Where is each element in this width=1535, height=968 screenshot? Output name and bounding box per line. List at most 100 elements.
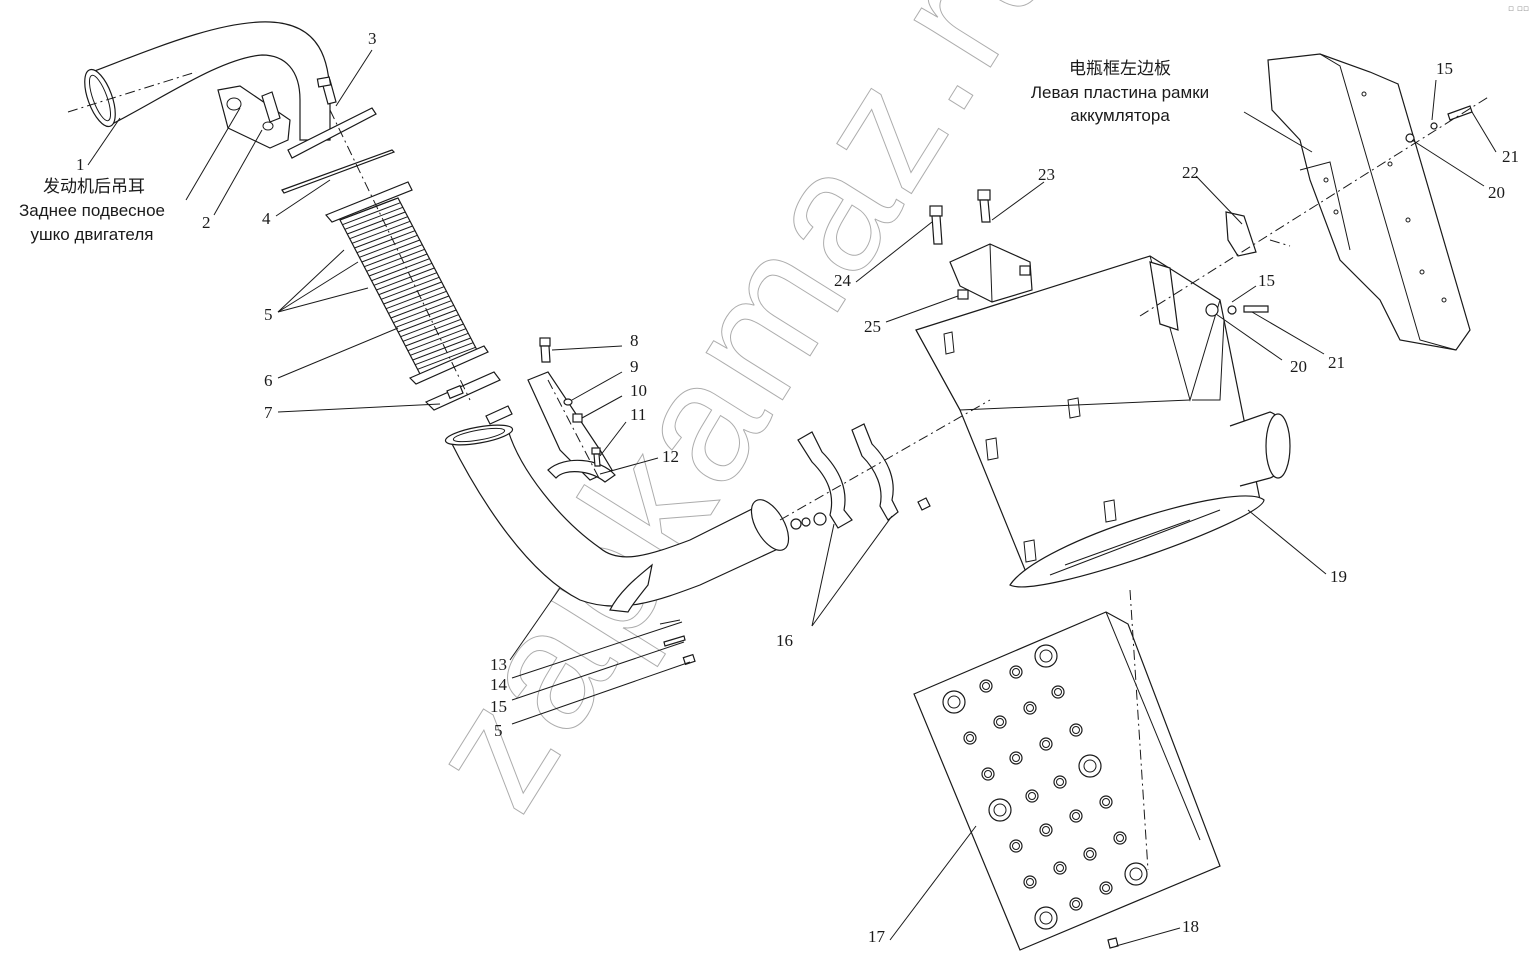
bellows-rib: [381, 276, 440, 300]
callout-9: 9: [630, 357, 639, 376]
shield-hole-inner: [1129, 867, 1143, 881]
bellows-rib: [378, 272, 437, 296]
bolt-11: [591, 447, 601, 467]
callout-13: 13: [490, 655, 507, 674]
shield-hole-inner: [1012, 842, 1020, 850]
shield-hole: [1083, 847, 1097, 861]
washer-20: [1205, 303, 1219, 317]
bellows-rib: [412, 337, 471, 361]
shield-hole-inner: [1056, 778, 1064, 786]
callout-20: 20: [1290, 357, 1307, 376]
bellows-rib: [356, 230, 416, 254]
battery-plate-label-ru-2: аккумлятора: [1070, 106, 1170, 125]
callout-5: 5: [494, 721, 503, 740]
bellows-rib: [390, 295, 450, 319]
shield-hole-inner: [1072, 812, 1080, 820]
callout-10: 10: [630, 381, 647, 400]
shield-hole: [993, 715, 1007, 729]
bellows-rib: [376, 267, 435, 291]
engine-lug-label: 发动机后吊耳 Заднее подвесное ушко двигателя: [19, 177, 165, 244]
engine-lug-bracket: [217, 85, 291, 149]
bellows-rib: [395, 304, 454, 328]
callout-7: 7: [264, 403, 273, 422]
callout-21: 21: [1328, 353, 1345, 372]
bellows-rib: [417, 346, 476, 370]
shield-hole-inner: [993, 803, 1007, 817]
shield-hole: [1069, 897, 1083, 911]
shield-hole: [1099, 795, 1113, 809]
bellows-rib: [410, 332, 469, 356]
washer-15: [1227, 305, 1237, 315]
bellows-rib: [344, 206, 404, 230]
battery-plate-label-ru-1: Левая пластина рамки: [1031, 83, 1209, 102]
shield-hole: [1039, 737, 1053, 751]
callout-2: 2: [202, 213, 211, 232]
mounting-clamp-left: [797, 431, 853, 529]
callout-17: 17: [868, 927, 886, 946]
corner-marker-icon: ▫ ▫▫: [1507, 4, 1529, 14]
bolt-21: [1243, 305, 1269, 313]
shield-hole: [1078, 754, 1102, 778]
shield-hole: [1023, 875, 1037, 889]
callout-22: 22: [1182, 163, 1199, 182]
callout-5: 5: [264, 305, 273, 324]
shield-hole: [1034, 644, 1058, 668]
callout-21: 21: [1502, 147, 1519, 166]
shield-hole: [1051, 685, 1065, 699]
shield-hole: [1023, 701, 1037, 715]
bolt-24: [929, 205, 943, 245]
bellows-rib: [407, 328, 467, 352]
flexible-bellows: [325, 181, 489, 385]
callout-numbers: 1 2 3 4 5 6 7 8 9 10 11 12 13 14 15 5 16…: [76, 29, 1519, 946]
bellows-rib: [383, 281, 442, 305]
shield-hole: [981, 767, 995, 781]
shield-hole: [1053, 861, 1067, 875]
shield-hole: [1009, 839, 1023, 853]
bellows-rib: [366, 248, 425, 272]
shield-hole: [1053, 775, 1067, 789]
callout-15: 15: [1258, 271, 1275, 290]
callout-4: 4: [262, 209, 271, 228]
callout-11: 11: [630, 405, 646, 424]
callout-20: 20: [1488, 183, 1505, 202]
shield-hole-inner: [1102, 798, 1110, 806]
shield-hole-inner: [1042, 740, 1050, 748]
muffler-top-bracket: [949, 243, 1033, 303]
callout-8: 8: [630, 331, 639, 350]
shield-hole-inner: [984, 770, 992, 778]
pipe-support-bracket: [485, 371, 616, 483]
shield-hole-inner: [1056, 864, 1064, 872]
bellows-rib: [347, 211, 406, 235]
shield-hole-inner: [1083, 759, 1097, 773]
shield-hole-inner: [1039, 911, 1053, 925]
shield-hole-inner: [1072, 726, 1080, 734]
bolt-3: [316, 76, 337, 105]
shield-hole-inner: [996, 718, 1004, 726]
clamp-7: [424, 371, 501, 411]
bellows-rib: [364, 244, 423, 268]
bellows-rib: [393, 300, 452, 324]
shield-hole: [1009, 665, 1023, 679]
bellows-rib: [368, 253, 428, 277]
shield-hole: [1025, 789, 1039, 803]
callout-23: 23: [1038, 165, 1055, 184]
upper-flange: [287, 107, 377, 159]
shield-hole: [1099, 881, 1113, 895]
bellows-rib: [402, 318, 462, 342]
bellows-rib: [342, 202, 401, 226]
bellows-rib: [385, 286, 445, 310]
shield-hole: [1009, 751, 1023, 765]
shield-hole: [1069, 723, 1083, 737]
bellows-rib: [414, 342, 474, 366]
callout-18: 18: [1182, 917, 1199, 936]
callout-14: 14: [490, 675, 508, 694]
shield-hole-inner: [1086, 850, 1094, 858]
shield-hole: [979, 679, 993, 693]
shield-hole-inner: [982, 682, 990, 690]
nut-5: [682, 653, 696, 666]
muffler: [915, 255, 1291, 588]
shield-hole-inner: [1026, 704, 1034, 712]
shield-hole-inner: [1054, 688, 1062, 696]
bellows-rib: [349, 216, 408, 240]
bellows-rib: [361, 239, 420, 263]
